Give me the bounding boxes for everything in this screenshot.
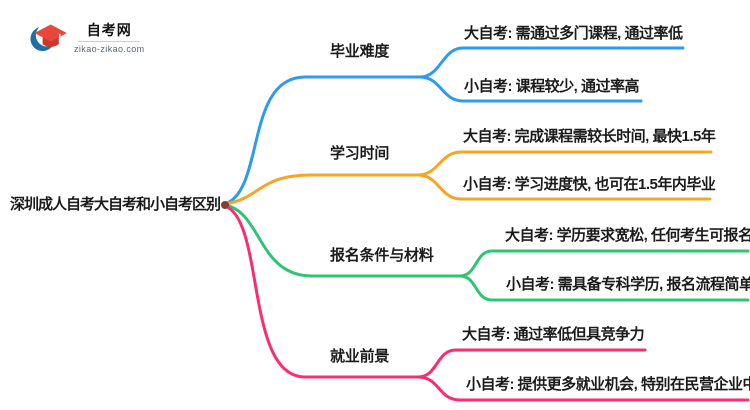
leaf-node[interactable]: 大自考: 完成课程需较长时间, 最快1.5年 xyxy=(463,128,716,145)
branch3-child1-line xyxy=(458,249,750,278)
branch1-child1-line xyxy=(418,46,685,79)
graduation-cap-icon xyxy=(30,24,66,52)
leaf-node[interactable]: 大自考: 需通过多门课程, 通过率低 xyxy=(464,25,683,42)
branch-node-study-time[interactable]: 学习时间 xyxy=(330,145,390,162)
leaf-node[interactable]: 小自考: 学习进度快, 也可在1.5年内毕业 xyxy=(463,176,716,193)
logo-title: 自考网 xyxy=(86,22,132,38)
site-logo[interactable]: 自考网 zikao-zikao.com xyxy=(30,20,145,56)
branch4-child2-line xyxy=(416,375,750,402)
branch3-main-line xyxy=(223,203,462,278)
branch1-child2-line xyxy=(418,75,643,103)
branch2-main-line xyxy=(223,173,420,206)
branch2-child2-line xyxy=(416,173,712,201)
branch-node-registration-requirements[interactable]: 报名条件与材料 xyxy=(330,247,434,264)
branch3-child2-line xyxy=(458,274,750,302)
leaf-node[interactable]: 小自考: 需具备专科学历, 报名流程简单 xyxy=(506,276,750,293)
branch2-child1-line xyxy=(416,150,713,177)
leaf-node[interactable]: 大自考: 通过率低但具竞争力 xyxy=(462,326,645,343)
branch-node-graduation-difficulty[interactable]: 毕业难度 xyxy=(330,43,390,60)
root-junction-dot xyxy=(221,201,229,209)
logo-domain: zikao-zikao.com xyxy=(74,44,145,54)
leaf-node[interactable]: 大自考: 学历要求宽松, 任何考生可报名 xyxy=(505,227,750,244)
branch4-child1-line xyxy=(416,348,647,379)
branch4-main-line xyxy=(223,204,420,379)
branch1-main-line xyxy=(223,75,422,206)
leaf-node[interactable]: 小自考: 课程较少, 通过率高 xyxy=(464,78,640,95)
branch-node-employment-prospects[interactable]: 就业前景 xyxy=(330,348,390,365)
logo-divider xyxy=(78,41,141,42)
leaf-node[interactable]: 小自考: 提供更多就业机会, 特别在民营企业中 xyxy=(466,376,750,393)
logo-text-block: 自考网 zikao-zikao.com xyxy=(74,22,145,54)
root-node-label[interactable]: 深圳成人自考大自考和小自考区别 xyxy=(10,196,221,213)
